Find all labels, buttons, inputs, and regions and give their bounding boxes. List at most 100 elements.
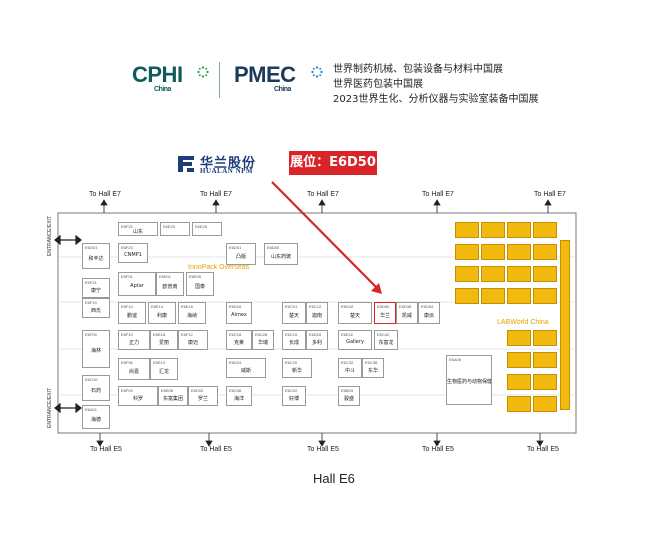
hall-title: Hall E6 xyxy=(313,471,355,486)
labworld-booth xyxy=(507,288,531,304)
booth-name: 康迈 xyxy=(187,340,198,347)
booth: E6A06 生物医药与动物保健展 xyxy=(446,355,492,405)
booth-id: E6E10 xyxy=(153,360,166,365)
top-door-arrows xyxy=(100,199,552,213)
booth-id: E6F23 xyxy=(121,245,133,250)
labworld-booth xyxy=(533,330,557,346)
booth-name: Gallery xyxy=(346,339,364,346)
booth-id: E6E42 xyxy=(341,332,354,337)
booth-name: 海林 xyxy=(90,348,101,355)
booth-name: 生物医药与动物保健展 xyxy=(447,378,491,385)
booth: E6E05 国泰 xyxy=(186,272,214,296)
entrance-label: ENTRANCE/EXIT xyxy=(47,387,53,428)
booth-id: E6D16 xyxy=(229,304,242,309)
booth-id: E6C10 xyxy=(285,332,298,337)
booth-name: 山东 xyxy=(132,229,143,236)
booth-name: 石药 xyxy=(90,387,101,394)
booth-id: E6D20 xyxy=(309,332,322,337)
hualan-mark-icon xyxy=(178,156,194,172)
booth-name: 海纳 xyxy=(186,313,197,319)
booth: E6D20 多利 xyxy=(306,330,328,350)
booth-id: E6A06 xyxy=(449,357,462,362)
booth-name: 爱丽 xyxy=(158,340,169,347)
booth-id: E6C18 xyxy=(229,332,242,337)
labworld-booth xyxy=(481,288,505,304)
labworld-booth xyxy=(533,266,557,282)
labworld-booth xyxy=(533,374,557,390)
booth-id: E6C12 xyxy=(309,304,322,309)
booth-id: E6F01 xyxy=(121,274,133,279)
pmec-spark-icon xyxy=(311,63,323,78)
booth-name: 迦南 xyxy=(311,313,322,319)
side-entrance-arrows xyxy=(54,234,82,414)
logo-divider xyxy=(219,62,220,98)
hualan-name-en: HUALAN NPM xyxy=(200,167,254,175)
door-label-top: To Hall E7 xyxy=(89,191,121,198)
cphi-logo: CPHI China xyxy=(132,62,183,93)
booth-name: 利康 xyxy=(156,313,167,319)
booth-id: E6E16 xyxy=(181,304,194,309)
booth-id: E6F19 xyxy=(85,300,97,305)
booth-id: E6D54 xyxy=(421,304,434,309)
labworld-booth xyxy=(481,266,505,282)
booth-name: CNMP1 xyxy=(124,252,142,259)
booth-id: E6E05 xyxy=(189,274,202,279)
zone-label-innopack: InnoPack Overseas xyxy=(188,264,250,271)
booth-id: E6E23 xyxy=(163,224,176,229)
banner-line: 世界制药机械、包装设备与材料中国展 xyxy=(333,64,503,75)
booth-id: E6E25 xyxy=(195,224,208,229)
booth-id: E6F21 xyxy=(85,280,97,285)
booth: E6E16 海纳 xyxy=(178,302,206,324)
booth-name: 克莱 xyxy=(233,340,244,347)
booth-id: E6D01 xyxy=(229,245,242,250)
booth-id: E6C42 xyxy=(377,332,390,337)
booth-name: 新华 xyxy=(291,368,302,375)
booth-name: 骏盛 xyxy=(343,396,354,403)
booth-name: 好博 xyxy=(288,396,299,403)
booth-name: 长成 xyxy=(288,340,299,347)
booth-id: E6D05 xyxy=(267,245,280,250)
hualan-name-cn: 华兰股份 xyxy=(200,156,257,171)
booth-name: 东富集团 xyxy=(162,396,183,403)
booth-name: Aimex xyxy=(231,312,247,318)
booth-id: E6F06 xyxy=(121,360,133,365)
booth-name: 多利 xyxy=(311,340,322,347)
door-label-bottom: To Hall E5 xyxy=(200,446,232,453)
booth-id: E6E01 xyxy=(159,274,172,279)
door-label-bottom: To Hall E5 xyxy=(307,446,339,453)
booth-id: E6D24 xyxy=(229,360,242,365)
booth-name: 国泰 xyxy=(194,283,205,290)
booth-name: 和丰达 xyxy=(88,255,104,262)
booth-name: Aptar xyxy=(130,282,144,289)
entrance-label: ENTRANCE/EXIT xyxy=(47,215,53,256)
booth-name: 正力 xyxy=(128,340,139,347)
booth-name: 尚嘉 xyxy=(128,369,139,375)
booth: E6E25 xyxy=(192,222,222,236)
labworld-booth xyxy=(507,244,531,260)
booth-id: E6C28 xyxy=(255,332,268,337)
cphi-spark-icon xyxy=(197,63,209,78)
banner-exhibition-names: 世界制药机械、包装设备与材料中国展 世界医药包装中国展 2023世界生化、分析仪… xyxy=(333,62,538,107)
booth-id: E6C06 xyxy=(229,388,242,393)
booth-name: 山东药玻 xyxy=(270,254,291,260)
cphi-logo-sub: China xyxy=(154,86,171,93)
